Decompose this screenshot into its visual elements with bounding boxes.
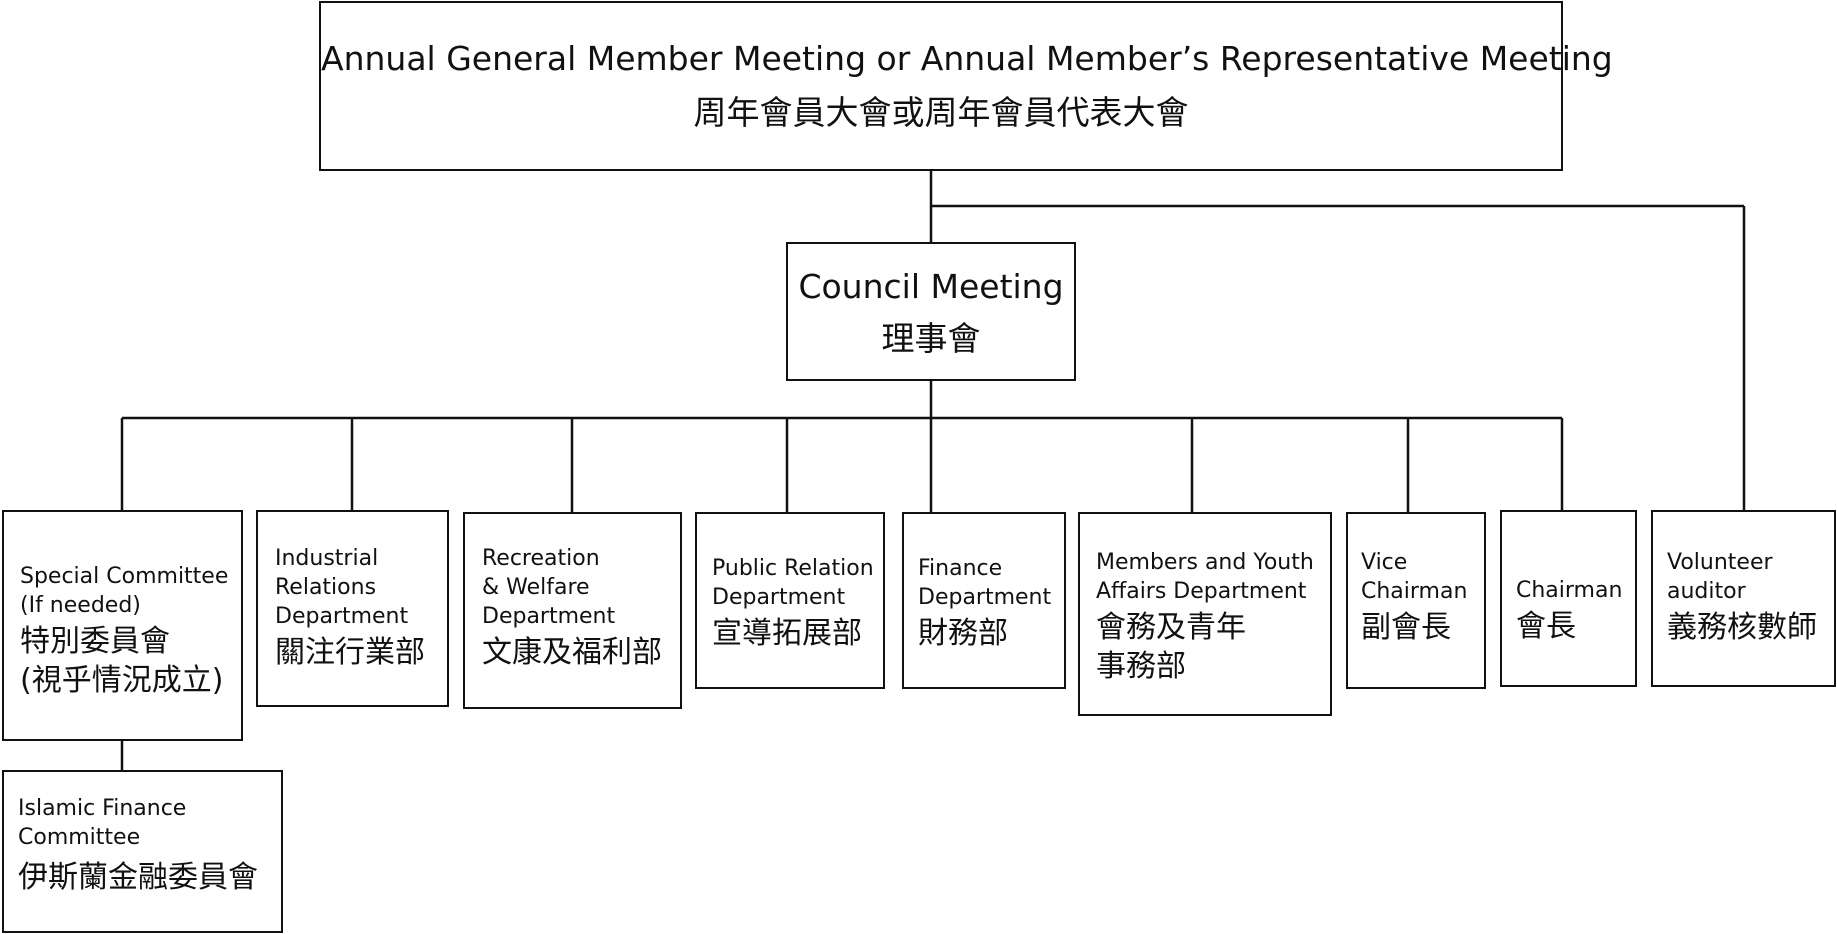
finance-department-box: Finance Department 財務部 [902, 512, 1066, 689]
council-meeting-title-zh: 理事會 [881, 319, 981, 358]
vice-chairman-label-zh: 副會長 [1361, 610, 1451, 645]
industrial-relations-label-en: Industrial Relations Department [275, 546, 409, 629]
annual-general-meeting-title-zh: 周年會員大會或周年會員代表大會 [693, 93, 1189, 132]
annual-general-meeting-box: Annual General Member Meeting or Annual … [319, 1, 1613, 171]
volunteer-auditor-box: Volunteer auditor 義務核數師 [1651, 510, 1836, 687]
chairman-label-zh: 會長 [1516, 609, 1576, 644]
islamic-finance-committee-label-en: Islamic Finance Committee [18, 796, 187, 850]
members-youth-affairs-label-zh: 會務及青年 事務部 [1096, 610, 1246, 684]
islamic-finance-committee-box: Islamic Finance Committee 伊斯蘭金融委員會 [2, 770, 283, 933]
finance-department-label-zh: 財務部 [918, 616, 1008, 651]
council-meeting-title-en: Council Meeting [798, 267, 1064, 306]
volunteer-auditor-label-en: Volunteer auditor [1667, 550, 1773, 604]
industrial-relations-box: Industrial Relations Department 關注行業部 [256, 510, 449, 707]
special-committee-label-zh: 特別委員會 (視乎情況成立) [20, 624, 224, 698]
members-youth-affairs-label-en: Members and Youth Affairs Department [1096, 550, 1314, 604]
vice-chairman-box: Vice Chairman 副會長 [1346, 512, 1486, 689]
industrial-relations-label-zh: 關注行業部 [275, 635, 425, 670]
finance-department-label-en: Finance Department [918, 556, 1052, 610]
annual-general-meeting-title-en: Annual General Member Meeting or Annual … [321, 39, 1613, 78]
vice-chairman-label-en: Vice Chairman [1361, 550, 1468, 604]
special-committee-box: Special Committee (If needed) 特別委員會 (視乎情… [2, 510, 243, 741]
members-youth-affairs-box: Members and Youth Affairs Department 會務及… [1078, 512, 1332, 716]
council-meeting-box: Council Meeting 理事會 [786, 242, 1076, 381]
chairman-label-en: Chairman [1516, 578, 1623, 603]
volunteer-auditor-label-zh: 義務核數師 [1667, 610, 1817, 645]
recreation-welfare-box: Recreation & Welfare Department 文康及福利部 [463, 512, 682, 709]
recreation-welfare-label-en: Recreation & Welfare Department [482, 546, 616, 629]
public-relation-label-en: Public Relation Department [712, 556, 874, 610]
special-committee-label-en: Special Committee (If needed) [20, 564, 229, 618]
public-relation-label-zh: 宣導拓展部 [712, 616, 862, 651]
chairman-box: Chairman 會長 [1500, 510, 1637, 687]
public-relation-box: Public Relation Department 宣導拓展部 [695, 512, 885, 689]
recreation-welfare-label-zh: 文康及福利部 [482, 635, 662, 670]
islamic-finance-committee-label-zh: 伊斯蘭金融委員會 [18, 860, 258, 895]
